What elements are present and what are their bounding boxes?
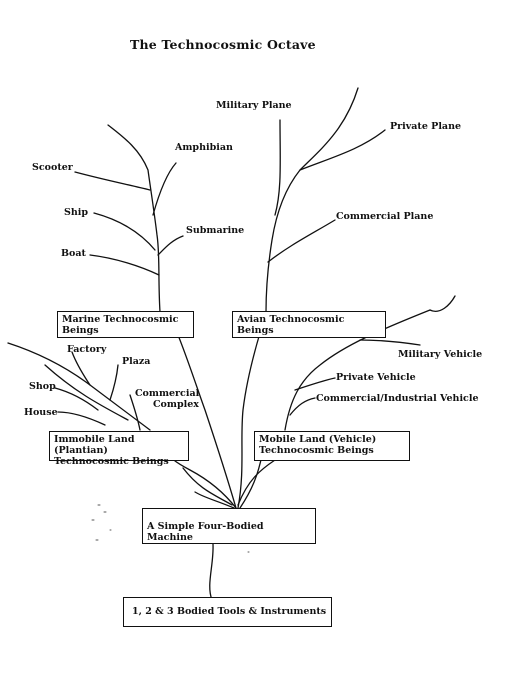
box-marine-line-1: Marine Technocosmic bbox=[62, 314, 179, 325]
root-left-line bbox=[194, 491, 235, 509]
box-marine: Marine Technocosmic Beings bbox=[57, 311, 194, 338]
box-tools: 1, 2 & 3 Bodied Tools & Instruments bbox=[123, 597, 332, 627]
diagram-title: The Technocosmic Octave bbox=[130, 37, 316, 52]
military-vehicle-branch-line bbox=[359, 339, 421, 346]
complex-branch-line bbox=[129, 394, 141, 431]
label-ship: Ship bbox=[64, 207, 89, 218]
shop-branch-line bbox=[54, 387, 99, 411]
branch-immobile-2-line bbox=[182, 467, 233, 506]
label-plaza: Plaza bbox=[122, 356, 151, 367]
label-commercial-complex-line-2: Complex bbox=[153, 399, 199, 410]
box-marine-line-2: Beings bbox=[62, 325, 99, 336]
label-factory: Factory bbox=[67, 344, 107, 355]
mobile-stem-2-line bbox=[429, 295, 456, 312]
branch-marine-line bbox=[177, 334, 237, 509]
label-boat: Boat bbox=[61, 248, 86, 259]
house-branch-line bbox=[57, 411, 106, 426]
mobile-stem-line bbox=[284, 309, 431, 431]
label-military-vehicle: Military Vehicle bbox=[398, 349, 483, 360]
label-amphibian: Amphibian bbox=[175, 142, 233, 153]
submarine-branch-line bbox=[157, 235, 184, 256]
label-military-plane: Military Plane bbox=[216, 100, 292, 111]
trunk-base-line bbox=[209, 543, 214, 601]
box-mobile: Mobile Land (Vehicle) Technocosmic Being… bbox=[254, 431, 410, 461]
label-commercial-complex-line-1: Commercial bbox=[135, 388, 200, 399]
private-vehicle-branch-line bbox=[294, 377, 336, 391]
label-private-plane: Private Plane bbox=[390, 121, 462, 132]
branch-avian-line bbox=[237, 332, 261, 509]
box-immobile: Immobile Land (Plantian) Technocosmic Be… bbox=[49, 431, 189, 467]
box-avian-line-1: Avian Technocosmic bbox=[237, 314, 345, 325]
label-commercial-complex: Commercial Complex bbox=[135, 388, 199, 410]
amphibian-branch-line bbox=[152, 162, 177, 216]
box-machine-label: A Simple Four-Bodied Machine bbox=[147, 521, 264, 543]
private-plane-branch-line bbox=[299, 129, 386, 171]
branch-mobile-2-line bbox=[237, 459, 276, 506]
box-mobile-line-2: Technocosmic Beings bbox=[259, 445, 374, 456]
label-shop: Shop bbox=[29, 381, 56, 392]
label-house: House bbox=[24, 407, 58, 418]
ship-branch-line bbox=[93, 212, 156, 251]
scooter-branch-line bbox=[74, 171, 151, 191]
box-tools-label: 1, 2 & 3 Bodied Tools & Instruments bbox=[132, 606, 327, 617]
factory-branch-line bbox=[71, 351, 91, 386]
plaza-branch-line bbox=[109, 364, 119, 401]
military-plane-branch-line bbox=[274, 119, 281, 216]
box-avian-line-2: Beings bbox=[237, 325, 274, 336]
boat-branch-line bbox=[89, 254, 160, 276]
box-immobile-line-2: Technocosmic Beings bbox=[54, 456, 169, 467]
avian-stem-line bbox=[265, 87, 359, 313]
label-scooter: Scooter bbox=[32, 162, 73, 173]
box-avian: Avian Technocosmic Beings bbox=[232, 311, 386, 338]
label-commercial-plane: Commercial Plane bbox=[336, 211, 434, 222]
commercial-vehicle-branch-line bbox=[289, 397, 316, 416]
commercial-plane-branch-line bbox=[267, 219, 336, 263]
marine-stem-line bbox=[107, 124, 161, 313]
label-commercial-industrial-vehicle: Commercial/Industrial Vehicle bbox=[316, 393, 479, 404]
label-private-vehicle: Private Vehicle bbox=[336, 372, 416, 383]
box-machine: A Simple Four-Bodied Machine bbox=[142, 508, 316, 544]
box-mobile-line-1: Mobile Land (Vehicle) bbox=[259, 434, 377, 445]
immobile-stem-2-line bbox=[44, 364, 129, 421]
label-submarine: Submarine bbox=[186, 225, 245, 236]
box-immobile-line-1: Immobile Land (Plantian) bbox=[54, 434, 135, 456]
